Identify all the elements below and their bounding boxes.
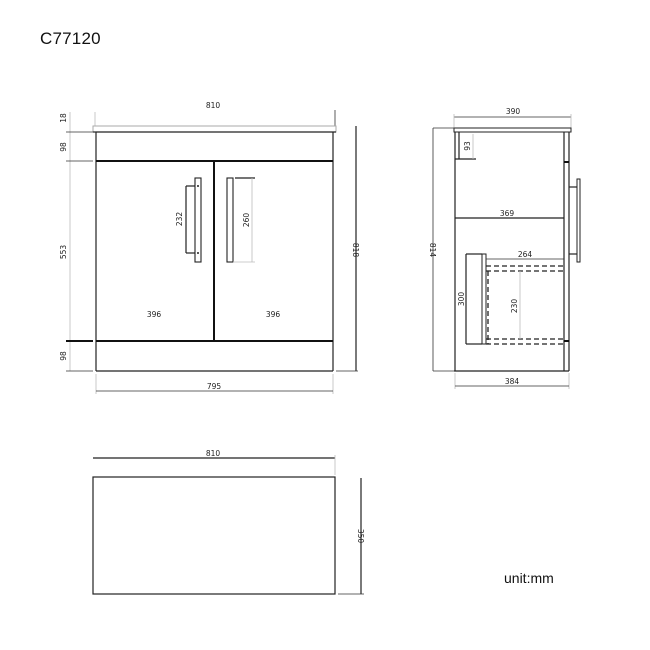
side-handle bbox=[576, 178, 581, 263]
dim-top-recess: 93 bbox=[463, 141, 472, 151]
top-view: 810 350 bbox=[92, 449, 365, 595]
dim-inner-inner-height: 230 bbox=[510, 299, 519, 314]
dim-carcass-width: 795 bbox=[207, 382, 222, 391]
dim-top-thickness: 18 bbox=[59, 113, 68, 123]
dim-right-door-width: 396 bbox=[266, 310, 281, 319]
dim-plinth-height: 98 bbox=[59, 351, 68, 361]
worktop bbox=[92, 125, 337, 133]
dim-side-overall-height: 814 bbox=[428, 243, 437, 258]
side-view: 390 93 369 264 230 3 bbox=[428, 107, 581, 389]
dim-right-handle-length: 260 bbox=[242, 213, 251, 228]
left-door-handle bbox=[194, 177, 202, 263]
dim-left-handle-spacing: 232 bbox=[175, 212, 184, 227]
dim-shelf-depth: 369 bbox=[500, 209, 515, 218]
dim-top-view-depth: 350 bbox=[356, 529, 365, 544]
model-code: C77120 bbox=[40, 29, 101, 48]
dim-front-overall-width: 810 bbox=[206, 101, 221, 110]
dim-left-door-width: 396 bbox=[147, 310, 162, 319]
dim-top-depth: 390 bbox=[506, 107, 521, 116]
top-view-outline bbox=[92, 476, 336, 595]
side-worktop bbox=[453, 127, 572, 133]
dim-inner-cutout-width: 264 bbox=[518, 250, 533, 259]
dim-door-height: 553 bbox=[59, 245, 68, 260]
dim-top-view-width: 810 bbox=[206, 449, 221, 458]
unit-label: unit:mm bbox=[504, 570, 554, 586]
dim-base-depth: 384 bbox=[505, 377, 520, 386]
right-door-handle bbox=[226, 177, 234, 263]
dim-top-rail: 98 bbox=[59, 142, 68, 152]
dim-inner-outer-height: 300 bbox=[457, 292, 466, 307]
dim-front-overall-height: 818 bbox=[351, 243, 360, 258]
front-view: 810 18 98 553 98 232 bbox=[59, 101, 360, 394]
